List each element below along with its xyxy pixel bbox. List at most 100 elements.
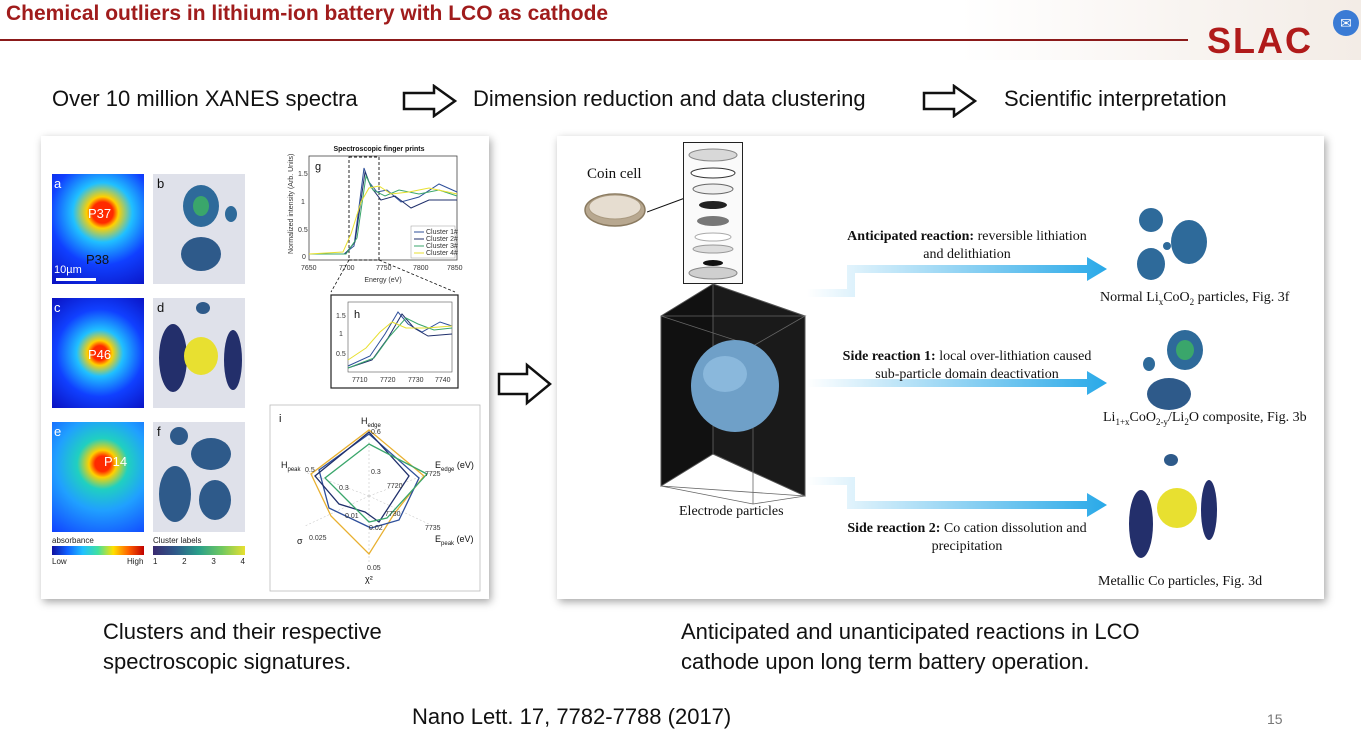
legend-entry: Cluster 3#: [426, 243, 458, 250]
caption-line: Anticipated and unanticipated reactions …: [681, 619, 1140, 644]
clusters-figure: a P37 P38 10µm b c P46 d e P14 f: [41, 136, 489, 599]
header-background: [960, 0, 1361, 60]
outcome-text: Normal Li: [1100, 290, 1159, 305]
radar-label-unit: (eV): [454, 460, 474, 470]
x-tick: 7650: [301, 265, 317, 272]
outcome-normal-label: Normal LixCoO2 particles, Fig. 3f: [1100, 290, 1289, 307]
particle-shapes: [181, 185, 237, 271]
reaction-title: Anticipated reaction:: [847, 229, 975, 244]
x-tick: 7800: [413, 265, 429, 272]
y-tick: 1.5: [336, 313, 346, 320]
panel-label-g: g: [315, 161, 321, 173]
page-title: Chemical outliers in lithium-ion battery…: [6, 2, 609, 25]
y-tick: 0.5: [298, 227, 308, 234]
outcome-sub: 2: [1189, 296, 1195, 307]
panel-label-d: d: [157, 300, 165, 315]
reaction-anticipated: Anticipated reaction: reversible lithiat…: [837, 228, 1097, 264]
radar-label-sub: peak: [441, 541, 455, 547]
page-number: 15: [1267, 711, 1283, 727]
cluster-map-f: f: [153, 422, 245, 532]
reaction-text: reversible lithiation: [974, 229, 1087, 244]
scale-bar: [56, 278, 96, 281]
radar-tick: 7725: [425, 471, 441, 478]
right-caption: Anticipated and unanticipated reactions …: [681, 617, 1140, 677]
outcome-metallic-label: Metallic Co particles, Fig. 3d: [1098, 574, 1263, 589]
cluster-tick: 4: [240, 557, 245, 566]
x-tick: 7730: [408, 377, 424, 384]
panel-label-c: c: [54, 300, 61, 315]
step-clustering: Dimension reduction and data clustering: [473, 86, 866, 111]
radar-tick: 7720: [387, 483, 403, 490]
y-tick: 1.5: [298, 171, 308, 178]
chat-icon[interactable]: ✉: [1333, 10, 1359, 36]
radar-axis-e-peak: Epeak (eV): [435, 534, 474, 547]
reaction-text: precipitation: [931, 539, 1003, 554]
electrode-particles-label: Electrode particles: [679, 504, 784, 519]
legend-entry: Cluster 2#: [426, 236, 458, 243]
flow-arrow-icon: [922, 84, 978, 118]
reaction-side-2: Side reaction 2: Co cation dissolution a…: [827, 520, 1107, 556]
radar-label-text: E: [435, 460, 441, 470]
cluster-colorbar: [153, 546, 245, 555]
coin-cell-layers: [688, 148, 738, 280]
particle-label-p14: P14: [104, 454, 128, 469]
y-tick: 0: [302, 254, 306, 261]
particle-shapes: [159, 302, 242, 392]
reaction-title: Side reaction 2:: [847, 521, 941, 536]
spectra-plot-g: Spectroscopic finger prints g Cluster 1#…: [288, 146, 463, 284]
slac-logo: SLAC: [1207, 20, 1313, 61]
flow-arrow-icon: [402, 84, 458, 118]
radar-label-sub: edge: [441, 467, 455, 473]
outcome-composite-particles: [1143, 330, 1203, 410]
left-caption: Clusters and their respective spectrosco…: [103, 617, 382, 677]
outcome-text: /Li: [1167, 410, 1185, 425]
radar-tick: 7735: [425, 525, 441, 532]
x-tick: 7710: [352, 377, 368, 384]
reaction-title: Side reaction 1:: [842, 349, 936, 364]
radar-label-sub: peak: [288, 467, 302, 473]
caption-line: Clusters and their respective: [103, 619, 382, 644]
cluster-map-d: d: [153, 298, 245, 408]
outcome-normal-particles: [1137, 208, 1207, 280]
panel-arrow-icon: [497, 362, 552, 406]
radar-axis-h-edge: Hedge: [361, 416, 382, 429]
cluster-colorbar-label: Cluster labels: [153, 536, 202, 545]
radar-label-sub: edge: [368, 423, 382, 429]
coin-cell-exploded-view: [683, 142, 743, 284]
absorbance-map-a: a P37 P38 10µm: [52, 174, 144, 284]
outcome-text: O composite, Fig. 3b: [1188, 410, 1307, 425]
outcome-text: Li: [1103, 410, 1116, 425]
x-tick: 7700: [339, 265, 355, 272]
plot-legend: Cluster 1# Cluster 2# Cluster 3# Cluster…: [410, 225, 458, 259]
panel-label-i: i: [279, 413, 281, 425]
coin-cell-label: Coin cell: [587, 166, 642, 182]
outcome-text: CoO: [1163, 290, 1190, 305]
zoom-box: [348, 156, 380, 261]
y-axis-label: Normalized intensity (Arb. Units): [288, 154, 295, 254]
outcome-sub: x: [1158, 296, 1164, 307]
reaction-text: sub-particle domain deactivation: [875, 367, 1059, 382]
radar-tick: 0.3: [371, 469, 381, 476]
step-interpretation: Scientific interpretation: [1004, 86, 1227, 111]
radar-tick: 0.5: [305, 467, 315, 474]
radar-axis-h-peak: Hpeak: [281, 460, 302, 473]
radar-axis-sigma: σ: [297, 536, 303, 546]
cluster-colorbar-ticks: 1 2 3 4: [153, 557, 245, 566]
panel-label-e: e: [54, 424, 62, 439]
absorbance-map-e: e P14: [52, 422, 144, 532]
cluster-map-b: b: [153, 174, 245, 284]
outcome-text: CoO: [1129, 410, 1156, 425]
coin-cell-icon: [584, 193, 646, 227]
title-divider: [0, 39, 1188, 41]
outcome-sub: 1+x: [1115, 416, 1130, 427]
reactions-figure: Coin cell Electrode particles: [557, 136, 1324, 599]
y-tick: 1: [301, 199, 305, 206]
panel-label-h: h: [354, 309, 360, 321]
panel-label-a: a: [54, 176, 62, 191]
plot-title: Spectroscopic finger prints: [333, 146, 424, 153]
cluster-tick: 3: [211, 557, 216, 566]
zoom-plot-h: h 1.5 1 0.5 7710 7720 7730 7740: [330, 294, 459, 389]
absorbance-colorbar: [52, 546, 144, 555]
x-tick: 7850: [447, 265, 463, 272]
colorbar-high-label: High: [127, 557, 144, 566]
